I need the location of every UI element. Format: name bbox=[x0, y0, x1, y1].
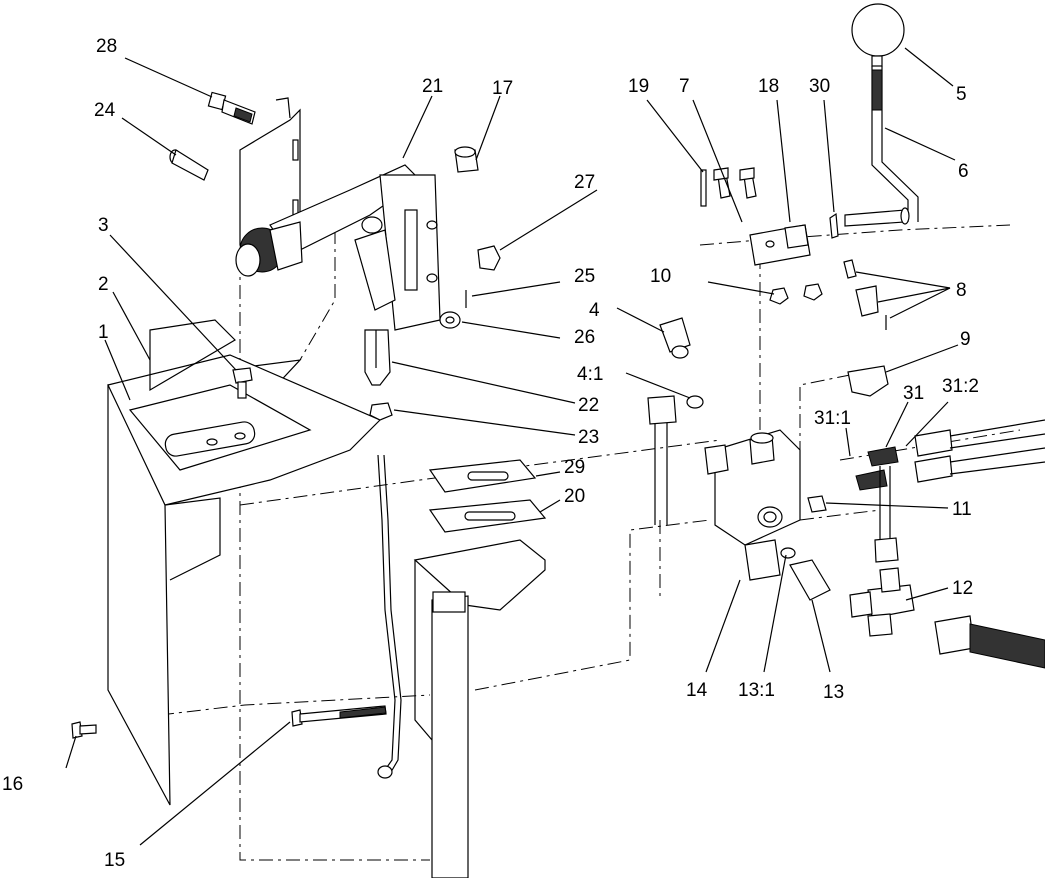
part-22-clevis bbox=[364, 329, 391, 386]
part-3-bolt bbox=[232, 367, 253, 399]
callout-13-1: 13:1 bbox=[738, 680, 775, 701]
part-16-bolt bbox=[71, 721, 97, 739]
callout-31-1: 31:1 bbox=[814, 408, 851, 429]
callout-15: 15 bbox=[104, 850, 125, 871]
callout-3: 3 bbox=[98, 215, 109, 236]
part-2-mounting-plate bbox=[107, 319, 382, 506]
part-6-lever-rod bbox=[871, 66, 919, 222]
callout-labels: 28 24 3 2 1 21 17 27 25 26 22 23 29 20 1… bbox=[2, 36, 979, 871]
flexible-hose bbox=[934, 615, 1045, 669]
part-27-nut bbox=[477, 245, 501, 271]
callout-19: 19 bbox=[628, 76, 649, 97]
callout-25: 25 bbox=[574, 266, 595, 287]
control-rod bbox=[377, 454, 402, 779]
callout-17: 17 bbox=[492, 78, 513, 99]
callout-11: 11 bbox=[952, 499, 972, 520]
callout-5: 5 bbox=[956, 84, 967, 105]
callout-22: 22 bbox=[578, 395, 599, 416]
callout-6: 6 bbox=[958, 161, 969, 182]
part-13-elbow bbox=[780, 547, 831, 601]
part-28-bolt bbox=[207, 91, 256, 125]
callout-20: 20 bbox=[564, 486, 585, 507]
callout-31-2: 31:2 bbox=[942, 376, 979, 397]
part-21-lever bbox=[235, 164, 441, 331]
part-8-pivot bbox=[843, 259, 887, 330]
part-15-bolt bbox=[291, 705, 387, 727]
callout-12: 12 bbox=[952, 578, 973, 599]
part-19-roll-pin bbox=[700, 169, 707, 207]
callout-24: 24 bbox=[94, 100, 116, 121]
callout-26: 26 bbox=[574, 327, 595, 348]
callout-4: 4 bbox=[589, 300, 600, 321]
part-20-plate bbox=[428, 499, 547, 533]
callout-18: 18 bbox=[758, 76, 779, 97]
callout-8: 8 bbox=[956, 280, 967, 301]
callout-21: 21 bbox=[422, 76, 443, 97]
callout-13: 13 bbox=[823, 682, 844, 703]
part-4-elbow bbox=[659, 317, 704, 409]
callout-30: 30 bbox=[809, 76, 830, 97]
callout-27: 27 bbox=[574, 172, 595, 193]
part-11-plug bbox=[807, 495, 827, 513]
part-31-fittings bbox=[855, 429, 953, 491]
part-26-washer bbox=[439, 311, 461, 329]
part-18-detent-block bbox=[749, 224, 811, 266]
part-24-pin bbox=[169, 149, 209, 181]
part-5-knob bbox=[851, 3, 905, 67]
callout-9: 9 bbox=[960, 329, 971, 350]
part-10-nuts bbox=[769, 283, 823, 305]
part-14-valve bbox=[704, 429, 801, 581]
callout-7: 7 bbox=[679, 76, 690, 97]
callout-10: 10 bbox=[650, 266, 671, 287]
part-12-tee bbox=[849, 567, 915, 637]
callout-28: 28 bbox=[96, 36, 117, 57]
callout-29: 29 bbox=[564, 457, 585, 478]
callout-16: 16 bbox=[2, 774, 23, 795]
part-23-jam-nut bbox=[369, 402, 393, 421]
part-7-screws bbox=[713, 167, 757, 199]
callout-23: 23 bbox=[578, 427, 599, 448]
callout-2: 2 bbox=[98, 274, 109, 295]
part-30-pin bbox=[829, 207, 910, 239]
callout-1: 1 bbox=[98, 322, 109, 343]
leader-lines bbox=[65, 47, 959, 846]
part-29-gasket bbox=[428, 459, 537, 493]
pedestal-bracket bbox=[413, 539, 546, 878]
callout-4-1: 4:1 bbox=[577, 364, 603, 385]
part-9-bracket bbox=[847, 365, 889, 397]
callout-31: 31 bbox=[903, 383, 924, 404]
callout-14: 14 bbox=[686, 680, 708, 701]
part-17-bushing bbox=[454, 146, 479, 173]
